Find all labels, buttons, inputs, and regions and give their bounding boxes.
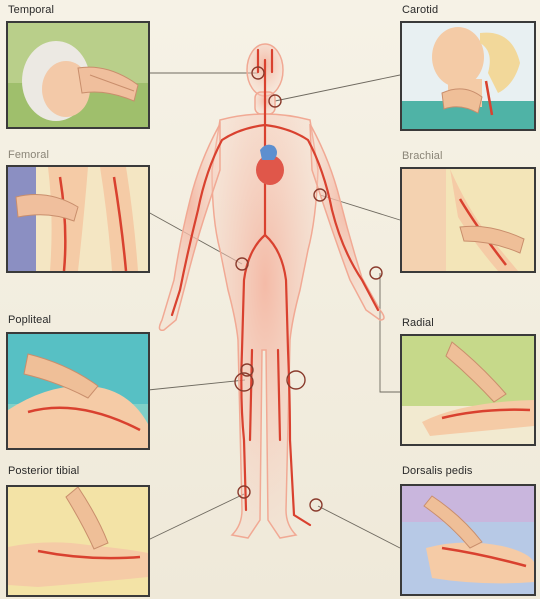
marker-dorsalis-pedis	[310, 499, 322, 511]
panel-carotid	[400, 21, 536, 131]
label-dorsalis-pedis: Dorsalis pedis	[402, 465, 472, 477]
marker-radial	[370, 267, 382, 279]
label-brachial: Brachial	[402, 150, 443, 162]
label-radial: Radial	[402, 317, 434, 329]
body-silhouette	[159, 44, 384, 538]
panel-dorsalis-pedis	[400, 484, 536, 596]
label-temporal: Temporal	[8, 4, 54, 16]
panel-brachial	[400, 167, 536, 273]
label-posterior-tibial: Posterior tibial	[8, 465, 79, 477]
panel-femoral	[6, 165, 150, 273]
panel-temporal	[6, 21, 150, 129]
label-carotid: Carotid	[402, 4, 438, 16]
panel-popliteal	[6, 332, 150, 450]
body-figure	[140, 20, 420, 590]
panel-radial	[400, 334, 536, 446]
panel-posterior-tibial	[6, 485, 150, 597]
label-popliteal: Popliteal	[8, 314, 51, 326]
label-femoral: Femoral	[8, 149, 49, 161]
